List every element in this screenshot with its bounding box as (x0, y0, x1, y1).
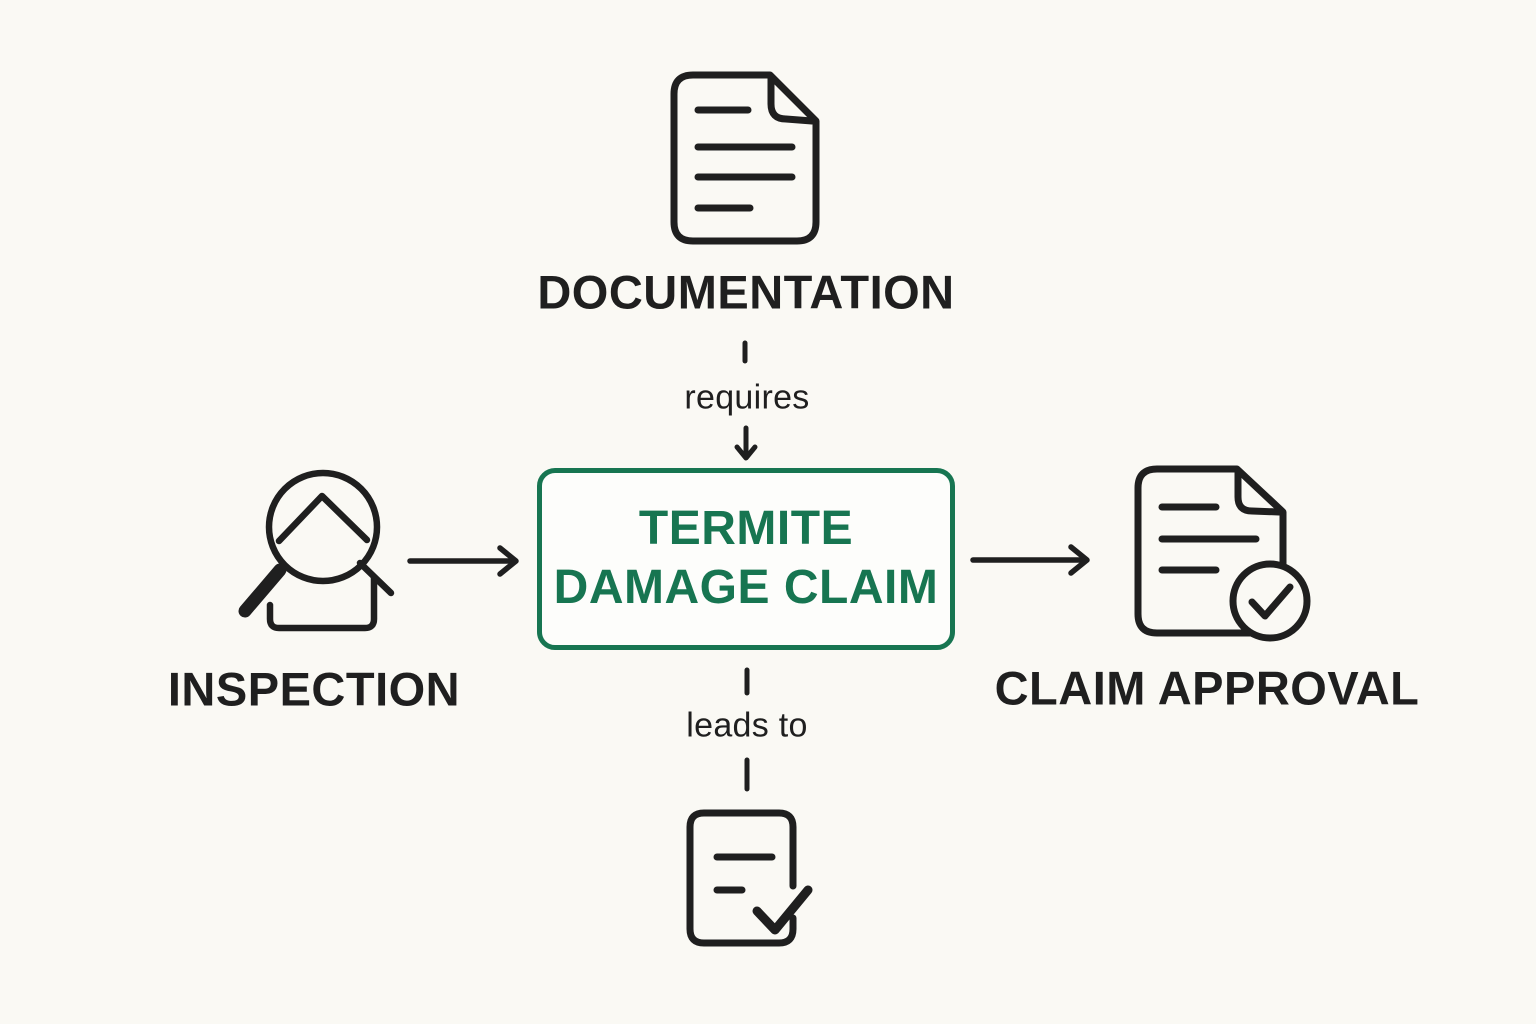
inspection-node-label: INSPECTION (167, 662, 461, 716)
claim-approval-node-label: CLAIM APPROVAL (994, 661, 1420, 715)
edge-documentation-to-claim (734, 340, 758, 461)
edge-inspection-to-claim (407, 545, 519, 577)
edge-claim-to-approval (970, 544, 1090, 576)
checklist-icon (686, 809, 813, 947)
claim-node-title-line2: DAMAGE CLAIM (553, 561, 939, 614)
documentation-node-label: DOCUMENTATION (537, 265, 955, 319)
check-circle-icon (1229, 560, 1311, 642)
magnifier-house-icon (238, 469, 395, 632)
termite-damage-claim-node: TERMITE DAMAGE CLAIM (537, 468, 955, 650)
document-icon (670, 71, 820, 245)
approved-document-icon (1134, 465, 1311, 642)
claim-node-title-line1: TERMITE (638, 502, 854, 556)
leads-to-edge-label: leads to (686, 706, 808, 745)
requires-edge-label: requires (684, 378, 810, 417)
